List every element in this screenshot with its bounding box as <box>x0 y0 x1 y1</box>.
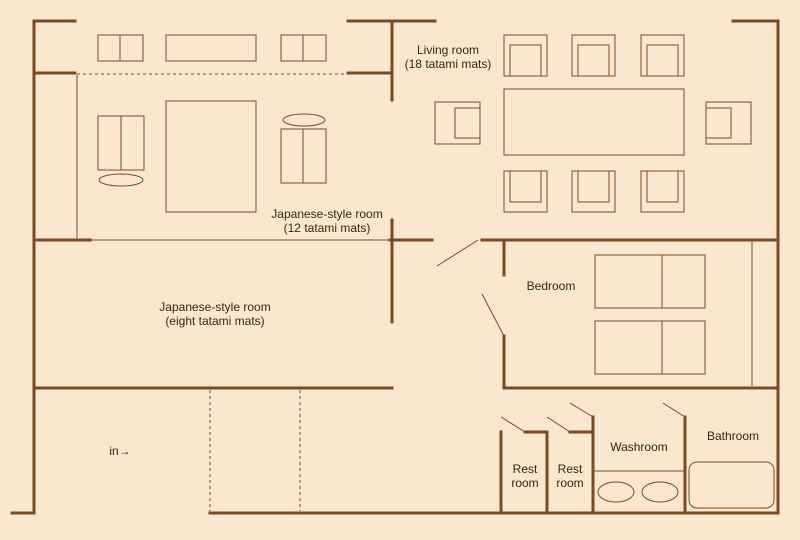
chairs-top <box>503 34 685 77</box>
door-swing <box>546 416 571 433</box>
bed <box>594 254 706 309</box>
bedroom-label: Bedroom <box>526 279 576 293</box>
chair-left <box>434 101 481 145</box>
japanese-room-8-size: (eight tatami mats) <box>165 314 265 328</box>
entrance-label: in→ <box>109 444 131 458</box>
japanese-room-12-size: (12 tatami mats) <box>283 221 371 235</box>
sink <box>641 481 679 503</box>
restroom-1-line1: Rest <box>512 462 538 476</box>
dining-table <box>503 88 685 156</box>
restroom-2-line1: Rest <box>557 462 583 476</box>
living-room-label: Living room (18 tatami mats) <box>395 43 501 71</box>
restroom-1-label: Rest room <box>505 462 545 490</box>
living-room-name: Living room <box>416 43 480 57</box>
interior-walls <box>32 19 780 515</box>
outer-walls <box>10 19 780 515</box>
living-room-furniture <box>434 34 752 213</box>
japanese-room-12-name: Japanese-style room <box>271 207 383 221</box>
bath-fixtures <box>597 461 775 509</box>
bedroom-beds <box>594 254 706 375</box>
chair-right <box>705 101 752 145</box>
door-swing <box>481 293 505 337</box>
bed <box>594 320 706 375</box>
living-room-size: (18 tatami mats) <box>404 57 492 71</box>
door-swing <box>500 416 526 433</box>
bathtub <box>688 461 775 509</box>
door-swing <box>436 239 479 267</box>
bathroom-label: Bathroom <box>706 429 760 443</box>
door-swing <box>662 402 686 418</box>
japanese-room-furniture <box>97 34 327 213</box>
sink <box>597 481 635 503</box>
japanese-room-12-label: Japanese-style room (12 tatami mats) <box>262 207 392 235</box>
chairs-bottom <box>503 170 685 213</box>
thin-lines <box>76 73 753 511</box>
washroom-label: Washroom <box>610 440 668 454</box>
door-swing <box>569 402 594 418</box>
restroom-2-label: Rest room <box>550 462 590 490</box>
low-table <box>165 100 257 213</box>
restroom-2-line2: room <box>556 476 584 490</box>
japanese-room-8-label: Japanese-style room (eight tatami mats) <box>150 300 280 328</box>
japanese-room-8-name: Japanese-style room <box>159 300 271 314</box>
restroom-1-line2: room <box>511 476 539 490</box>
